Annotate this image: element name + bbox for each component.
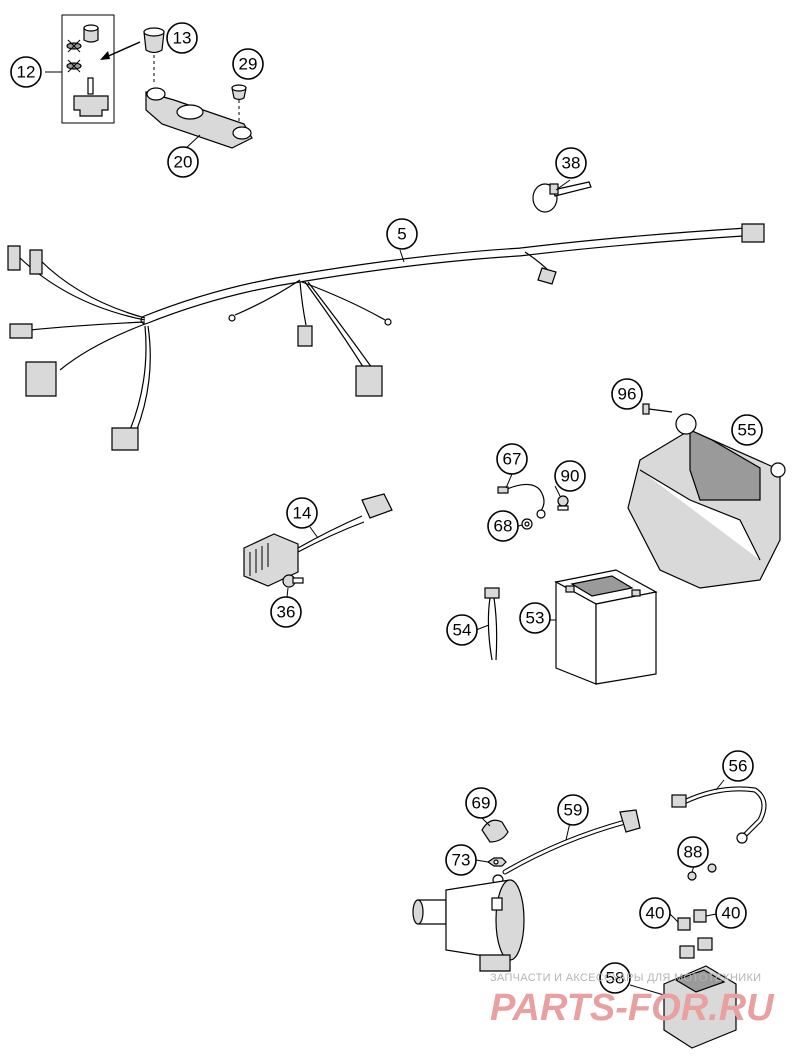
- part-54-vent-hose: [484, 587, 500, 661]
- svg-text:67: 67: [503, 450, 522, 469]
- callout-53: 53: [519, 602, 551, 634]
- svg-text:PARTS-FOR.RU: PARTS-FOR.RU: [490, 987, 775, 1029]
- part-5-wiring-harness: [7, 223, 765, 451]
- callout-88: 88: [677, 836, 709, 868]
- svg-text:36: 36: [277, 603, 296, 622]
- callout-56: 56: [722, 750, 754, 782]
- part-20-bracket: [145, 87, 253, 149]
- arrow-13-to-12: [103, 41, 141, 59]
- part-29-grommet: [231, 84, 247, 126]
- svg-text:14: 14: [293, 504, 312, 523]
- part-36-screw: [282, 574, 304, 588]
- svg-text:69: 69: [472, 794, 491, 813]
- callout-13: 13: [166, 22, 198, 54]
- part-53-battery: [554, 569, 658, 685]
- svg-text:54: 54: [453, 621, 472, 640]
- callout-14: 14: [286, 497, 318, 529]
- svg-text:88: 88: [684, 843, 703, 862]
- svg-text:73: 73: [452, 851, 471, 870]
- part-69-terminal-boot: [481, 819, 509, 843]
- svg-text:55: 55: [738, 421, 757, 440]
- svg-text:53: 53: [526, 609, 545, 628]
- part-14-regulator: [243, 493, 393, 587]
- svg-text:5: 5: [397, 225, 406, 244]
- part-55-battery-box: [627, 413, 786, 589]
- part-90-screw: [557, 495, 569, 511]
- part-56-battery-cable: [671, 786, 767, 844]
- watermark-logo: PARTS-FOR.RU: [490, 987, 775, 1029]
- starter-motor: [412, 879, 525, 972]
- callout-54: 54: [446, 614, 478, 646]
- callout-59: 59: [557, 794, 589, 826]
- part-68-washer: [521, 518, 533, 530]
- callout-40-right: 40: [715, 897, 747, 929]
- svg-text:90: 90: [561, 467, 580, 486]
- svg-text:40: 40: [646, 904, 665, 923]
- svg-text:13: 13: [173, 29, 192, 48]
- callout-40-left: 40: [639, 897, 671, 929]
- watermark: ЗАПЧАСТИ И АКСЕССУАРЫ ДЛЯ МОТОТЕХНИКИ PA…: [490, 972, 790, 1042]
- svg-text:29: 29: [239, 55, 258, 74]
- svg-text:38: 38: [562, 154, 581, 173]
- part-38-cable-tie: [532, 181, 592, 213]
- callout-55: 55: [731, 414, 763, 446]
- callout-58: 58: [599, 962, 631, 994]
- svg-text:68: 68: [494, 517, 513, 536]
- part-88-screws: [687, 863, 717, 881]
- svg-text:40: 40: [722, 904, 741, 923]
- svg-text:56: 56: [729, 757, 748, 776]
- part-12-relay-kit: [61, 14, 115, 124]
- svg-text:59: 59: [564, 801, 583, 820]
- callout-67: 67: [496, 443, 528, 475]
- callout-68: 68: [487, 510, 519, 542]
- part-73-nut: [486, 857, 507, 867]
- callout-36: 36: [270, 596, 302, 628]
- callout-38: 38: [555, 147, 587, 179]
- part-58-starter-relay: [663, 937, 737, 1049]
- callout-69: 69: [465, 787, 497, 819]
- callout-20: 20: [167, 146, 199, 178]
- svg-text:58: 58: [606, 969, 625, 988]
- part-96-bolt: [642, 403, 673, 415]
- callout-73: 73: [445, 844, 477, 876]
- callout-12: 12: [10, 56, 42, 88]
- part-13-grommet: [143, 27, 165, 82]
- svg-text:12: 12: [17, 63, 36, 82]
- svg-text:20: 20: [174, 153, 193, 172]
- part-40-fuses: [677, 909, 707, 931]
- callout-96: 96: [611, 378, 643, 410]
- part-67-ground-cable: [497, 483, 546, 519]
- part-59-starter-cable: [492, 809, 641, 886]
- watermark-caption: ЗАПЧАСТИ И АКСЕССУАРЫ ДЛЯ МОТОТЕХНИКИ: [490, 972, 762, 984]
- svg-text:96: 96: [618, 385, 637, 404]
- callout-29: 29: [232, 48, 264, 80]
- callout-5: 5: [386, 218, 418, 250]
- arrow-head: [100, 51, 110, 60]
- callout-90: 90: [554, 460, 586, 492]
